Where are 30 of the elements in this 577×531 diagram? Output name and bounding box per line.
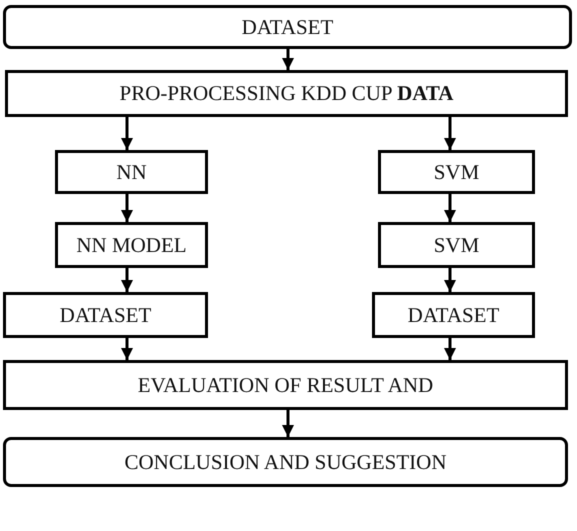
process-box: [55, 222, 208, 268]
process-box: [378, 222, 535, 268]
arrow: [444, 117, 456, 150]
process-box: [3, 5, 572, 49]
process-box: [372, 292, 535, 338]
arrow: [444, 268, 456, 292]
box-label: SVM: [434, 160, 480, 184]
box-label: NN MODEL: [76, 232, 187, 258]
box-label: PRO-PROCESSING KDD CUP DATA: [120, 81, 454, 106]
arrow: [121, 268, 133, 292]
arrow: [444, 194, 456, 222]
arrow: [282, 49, 294, 70]
box-label: DATASET: [60, 302, 152, 328]
arrow: [121, 194, 133, 222]
box-label: NN: [116, 160, 147, 184]
box-label: CONCLUSION AND SUGGESTION: [124, 450, 446, 474]
arrow: [282, 410, 294, 437]
arrow: [444, 338, 456, 360]
process-box: [378, 150, 535, 194]
process-box: [3, 360, 568, 410]
arrow: [121, 117, 133, 150]
box-label: DATASET: [242, 14, 334, 40]
box-label: DATASET: [408, 302, 500, 328]
process-box: [3, 292, 208, 338]
box-label: SVM: [434, 232, 480, 258]
process-box: [55, 150, 208, 194]
process-box: [3, 437, 568, 487]
box-label: EVALUATION OF RESULT AND: [138, 372, 434, 398]
arrow: [121, 338, 133, 360]
process-box: [5, 70, 568, 117]
